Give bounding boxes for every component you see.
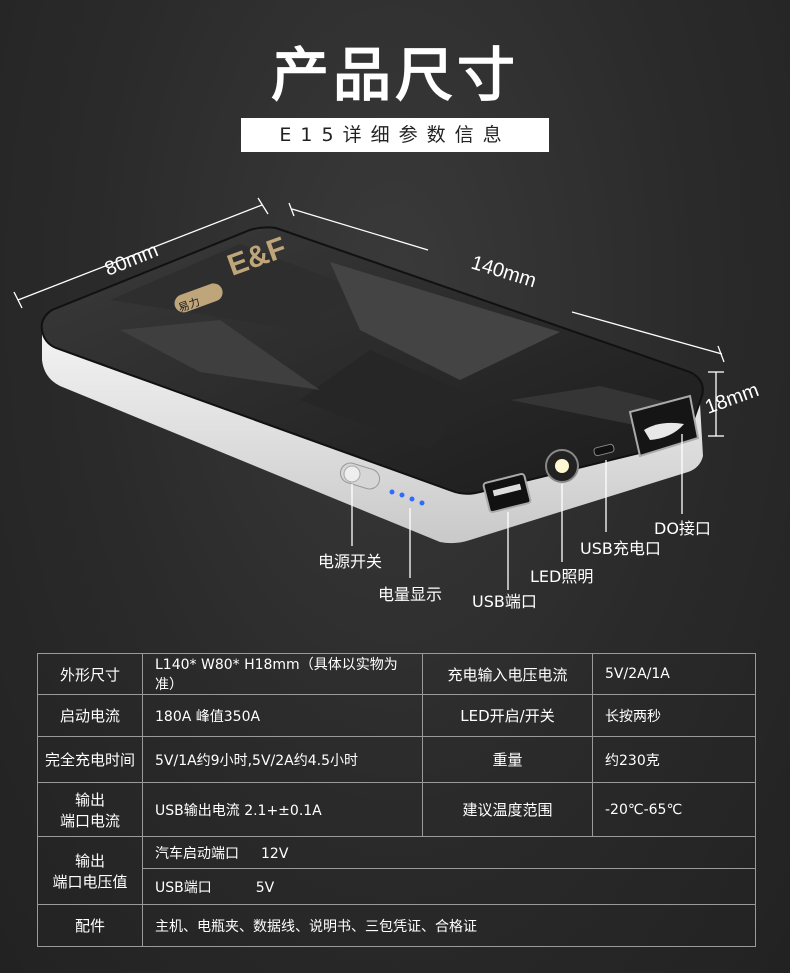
- do-port-icon[interactable]: [628, 394, 700, 458]
- panel-bottom: [300, 350, 470, 450]
- callout-battery-indicator: 电量显示: [378, 585, 443, 604]
- spec-label: 配件: [37, 904, 143, 947]
- spec-label-line: 输出: [74, 790, 105, 809]
- callout-led-light: LED照明: [530, 567, 594, 586]
- spec-value: 主机、电瓶夹、数据线、说明书、三包凭证、合格证: [142, 904, 756, 947]
- car-port-value: 12V: [261, 845, 289, 862]
- battery-indicator-icon: [389, 489, 425, 506]
- spec-value: 汽车启动端口 12V: [142, 836, 756, 869]
- product-figure: E&F 易力: [0, 170, 790, 630]
- table-row: 外形尺寸 L140* W80* H18mm（具体以实物为准） 充电输入电压电流 …: [37, 653, 756, 695]
- spec-value: 180A 峰值350A: [142, 694, 423, 737]
- length-dimension-label: 140mm: [469, 252, 539, 293]
- spec-value: L140* W80* H18mm（具体以实物为准）: [142, 653, 423, 695]
- usb-port-label: USB端口: [155, 879, 212, 896]
- panel-left: [110, 244, 360, 330]
- brand-badge-bg: [174, 283, 223, 313]
- spec-label: 充电输入电压电流: [422, 653, 593, 695]
- spec-label: LED开启/开关: [422, 694, 593, 737]
- micro-usb-icon[interactable]: [593, 443, 615, 457]
- spec-label: 外形尺寸: [37, 653, 143, 695]
- spec-value: 5V/2A/1A: [592, 653, 756, 695]
- table-row: 启动电流 180A 峰值350A LED开启/开关 长按两秒: [37, 694, 756, 737]
- table-row: 输出 端口电压值 汽车启动端口 12V: [37, 836, 756, 905]
- panel-lower-left: [120, 320, 320, 390]
- page-title: 产品尺寸: [270, 41, 519, 109]
- spec-value: 长按两秒: [592, 694, 756, 737]
- spec-label: 完全充电时间: [37, 736, 143, 783]
- usb-port-value: 5V: [255, 879, 275, 896]
- flashlight-icon: [545, 449, 579, 483]
- callout-do-port: DO接口: [654, 519, 711, 538]
- car-port-label: 汽车启动端口: [155, 845, 239, 862]
- callout-usb-charge: USB充电口: [580, 539, 661, 558]
- table-row: 配件 主机、电瓶夹、数据线、说明书、三包凭证、合格证: [37, 904, 756, 947]
- callout-usb-port: USB端口: [472, 592, 537, 611]
- dimension-lines: [13, 197, 725, 437]
- power-slider-icon[interactable]: [338, 461, 382, 492]
- callout-power-switch: 电源开关: [318, 552, 383, 571]
- spec-label: 输出 端口电压值: [37, 836, 143, 905]
- table-row: USB端口 5V: [38, 868, 756, 905]
- height-dimension-label: 18mm: [702, 379, 762, 419]
- callout-lines: [351, 434, 683, 590]
- spec-value: 5V/1A约9小时,5V/2A约4.5小时: [142, 736, 423, 783]
- spec-label: 输出 端口电流: [37, 782, 143, 837]
- usb-port-icon[interactable]: [482, 473, 532, 513]
- product-illustration: E&F 易力: [13, 197, 762, 590]
- spec-label-line: 端口电流: [59, 811, 120, 830]
- spec-label: 启动电流: [37, 694, 143, 737]
- panel-center: [330, 262, 560, 380]
- page-subtitle: E15详细参数信息: [241, 118, 549, 152]
- table-row: 输出 端口电流 USB输出电流 2.1+±0.1A 建议温度范围 -20℃-65…: [37, 782, 756, 837]
- spec-value: USB端口 5V: [142, 868, 756, 905]
- spec-label-line: 输出: [74, 851, 105, 870]
- spec-value: -20℃-65℃: [592, 782, 756, 837]
- spec-label: 重量: [422, 736, 593, 783]
- spec-table: 外形尺寸 L140* W80* H18mm（具体以实物为准） 充电输入电压电流 …: [37, 653, 756, 947]
- spec-label: 建议温度范围: [422, 782, 593, 837]
- spec-value: 约230克: [592, 736, 756, 783]
- spec-label-line: 端口电压值: [52, 872, 128, 891]
- table-row: 完全充电时间 5V/1A约9小时,5V/2A约4.5小时 重量 约230克: [37, 736, 756, 783]
- spec-value: USB输出电流 2.1+±0.1A: [142, 782, 423, 837]
